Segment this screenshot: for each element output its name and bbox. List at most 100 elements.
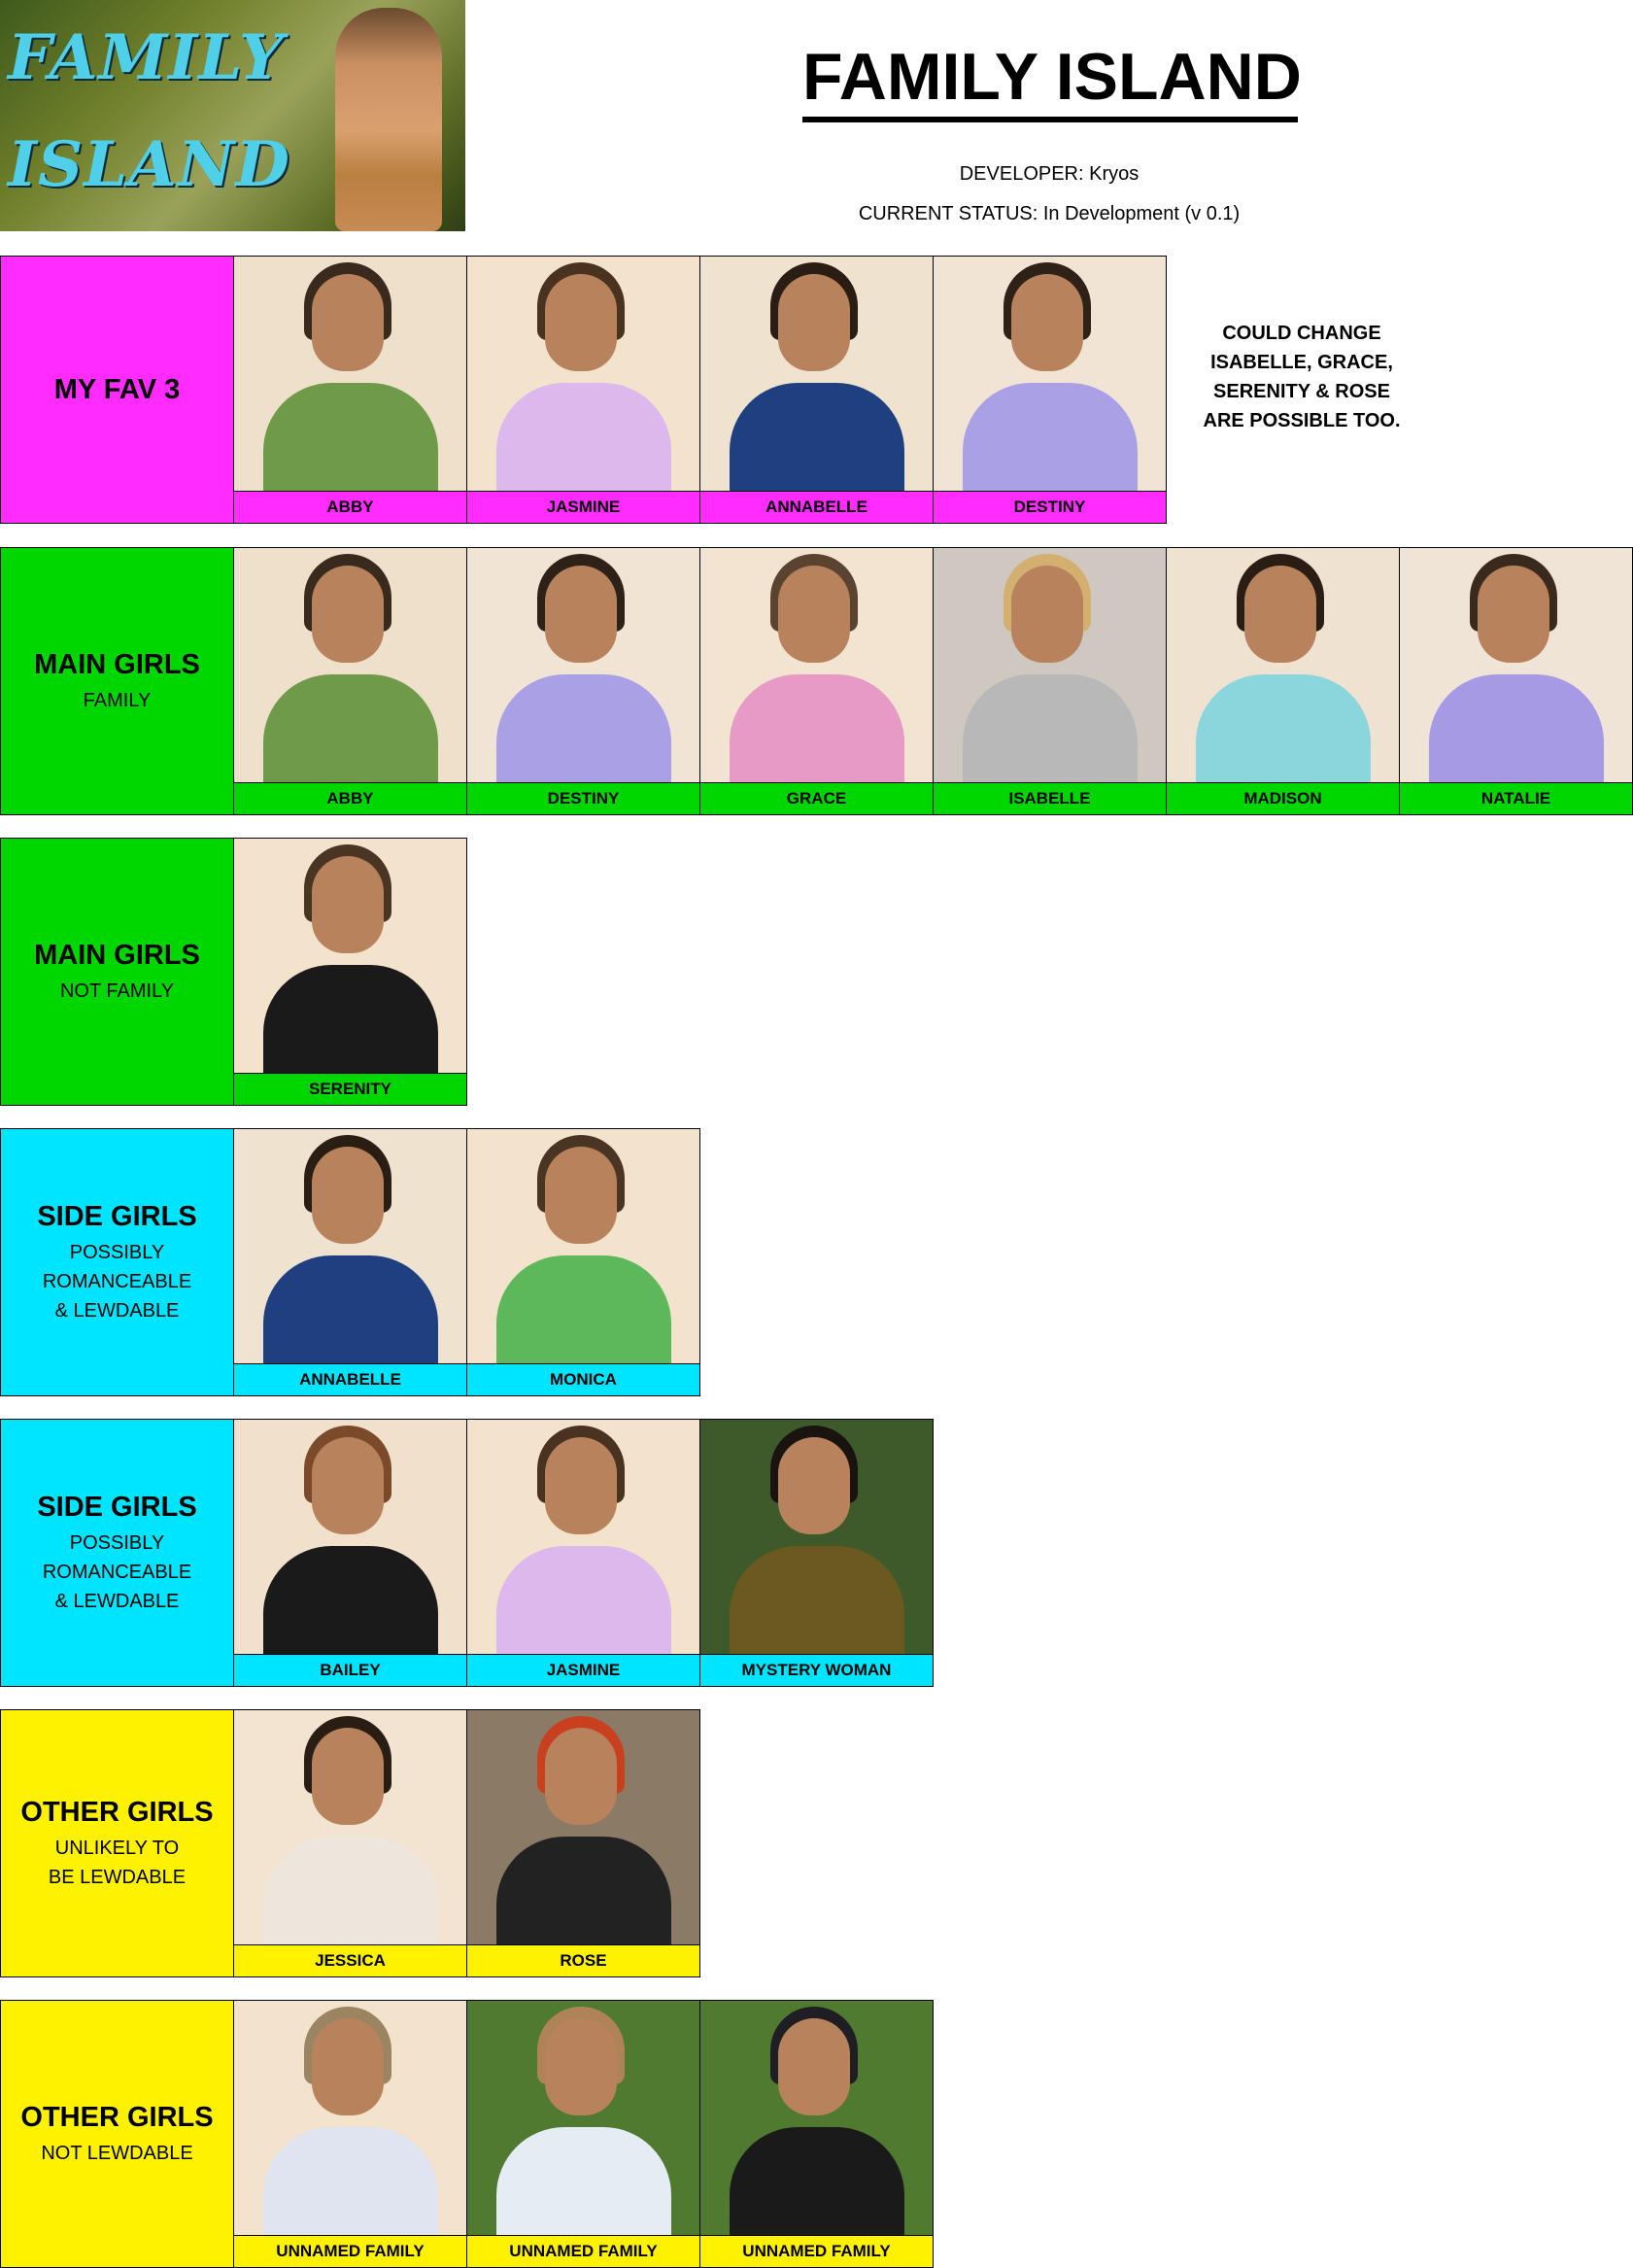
portrait-outfit: [496, 674, 671, 782]
character-name: ANNABELLE: [700, 492, 933, 523]
character-name: MADISON: [1167, 783, 1399, 814]
category-label: SIDE GIRLS POSSIBLY ROMANCEABLE & LEWDAB…: [1, 1420, 234, 1686]
character-portrait: [234, 1129, 466, 1364]
character-card: BAILEY: [234, 1420, 467, 1686]
logo-text-line2: ISLAND: [8, 128, 290, 201]
character-card: NATALIE: [1400, 548, 1633, 814]
character-name: ABBY: [234, 783, 466, 814]
character-card: JESSICA: [234, 1710, 467, 1976]
character-portrait: [234, 1710, 466, 1945]
character-name: ROSE: [467, 1945, 699, 1976]
portrait-head: [545, 1728, 617, 1825]
category-section: SIDE GIRLS POSSIBLY ROMANCEABLE & LEWDAB…: [0, 1128, 700, 1396]
character-name: UNNAMED FAMILY: [234, 2236, 466, 2267]
portrait-outfit: [496, 1837, 671, 1944]
logo-text-line1: FAMILY: [8, 21, 285, 94]
character-name: ABBY: [234, 492, 466, 523]
category-label: MAIN GIRLS NOT FAMILY: [1, 839, 234, 1105]
portrait-head: [545, 1437, 617, 1534]
category-subtitle: FAMILY: [83, 690, 152, 711]
character-portrait: [467, 2001, 699, 2236]
character-card: UNNAMED FAMILY: [700, 2001, 934, 2267]
portrait-head: [312, 1437, 384, 1534]
character-card: MADISON: [1167, 548, 1400, 814]
portrait-head: [1478, 566, 1549, 663]
character-portrait: [934, 548, 1166, 783]
portrait-head: [312, 566, 384, 663]
category-subtitle: UNLIKELY TO BE LEWDABLE: [48, 1838, 187, 1888]
character-name: ANNABELLE: [234, 1364, 466, 1395]
portrait-head: [1244, 566, 1316, 663]
character-card: SERENITY: [234, 839, 467, 1105]
category-title: OTHER GIRLS: [20, 1797, 214, 1828]
portrait-outfit: [1429, 674, 1604, 782]
portrait-outfit: [730, 1546, 904, 1654]
portrait-outfit: [263, 383, 438, 491]
character-portrait: [234, 548, 466, 783]
portrait-outfit: [496, 2127, 671, 2235]
category-title: MAIN GIRLS: [34, 940, 200, 971]
character-portrait: [1400, 548, 1632, 783]
category-subtitle: NOT LEWDABLE: [41, 2143, 193, 2164]
character-card: ISABELLE: [934, 548, 1167, 814]
character-name: MONICA: [467, 1364, 699, 1395]
portrait-head: [312, 274, 384, 371]
portrait-head: [312, 1728, 384, 1825]
character-name: DESTINY: [934, 492, 1166, 523]
portrait-head: [545, 566, 617, 663]
portrait-outfit: [1196, 674, 1371, 782]
character-portrait: [467, 1710, 699, 1945]
character-portrait: [700, 2001, 933, 2236]
portrait-head: [778, 566, 850, 663]
character-portrait: [467, 548, 699, 783]
character-card: JASMINE: [467, 257, 700, 523]
character-portrait: [467, 1420, 699, 1655]
character-name: UNNAMED FAMILY: [467, 2236, 699, 2267]
category-label: OTHER GIRLS NOT LEWDABLE: [1, 2001, 234, 2267]
portrait-outfit: [263, 965, 438, 1073]
character-name: JASMINE: [467, 1655, 699, 1686]
portrait-outfit: [730, 2127, 904, 2235]
character-name: BAILEY: [234, 1655, 466, 1686]
character-portrait: [234, 2001, 466, 2236]
character-portrait: [467, 257, 699, 492]
portrait-outfit: [263, 674, 438, 782]
portrait-outfit: [963, 674, 1138, 782]
category-label: SIDE GIRLS POSSIBLY ROMANCEABLE & LEWDAB…: [1, 1129, 234, 1395]
character-portrait: [234, 839, 466, 1074]
character-card: DESTINY: [467, 548, 700, 814]
category-section: OTHER GIRLS UNLIKELY TO BE LEWDABLE JESS…: [0, 1709, 700, 1977]
portrait-outfit: [496, 383, 671, 491]
side-note: COULD CHANGE ISABELLE, GRACE, SERENITY &…: [1203, 323, 1401, 431]
character-name: GRACE: [700, 783, 933, 814]
character-name: SERENITY: [234, 1074, 466, 1105]
portrait-outfit: [263, 1546, 438, 1654]
character-card: UNNAMED FAMILY: [467, 2001, 700, 2267]
character-card: ANNABELLE: [234, 1129, 467, 1395]
category-subtitle: POSSIBLY ROMANCEABLE & LEWDABLE: [42, 1532, 192, 1612]
portrait-outfit: [963, 383, 1138, 491]
character-portrait: [467, 1129, 699, 1364]
character-name: JESSICA: [234, 1945, 466, 1976]
character-portrait: [1167, 548, 1399, 783]
character-card: JASMINE: [467, 1420, 700, 1686]
character-card: MONICA: [467, 1129, 700, 1395]
portrait-head: [312, 856, 384, 953]
page-title: FAMILY ISLAND: [802, 39, 1302, 122]
character-card: UNNAMED FAMILY: [234, 2001, 467, 2267]
category-title: SIDE GIRLS: [37, 1201, 197, 1232]
character-card: MYSTERY WOMAN: [700, 1420, 934, 1686]
status-text: CURRENT STATUS: In Development (v 0.1): [858, 203, 1241, 224]
portrait-outfit: [496, 1546, 671, 1654]
category-label: OTHER GIRLS UNLIKELY TO BE LEWDABLE: [1, 1710, 234, 1976]
character-portrait: [700, 1420, 933, 1655]
portrait-head: [545, 2018, 617, 2115]
character-name: DESTINY: [467, 783, 699, 814]
character-portrait: [700, 548, 933, 783]
game-logo: FAMILY ISLAND: [0, 0, 465, 231]
portrait-head: [1011, 274, 1083, 371]
category-title: MY FAV 3: [53, 374, 181, 405]
character-name: ISABELLE: [934, 783, 1166, 814]
character-portrait: [234, 1420, 466, 1655]
category-section: MAIN GIRLS FAMILY ABBY DESTINY: [0, 547, 1633, 815]
